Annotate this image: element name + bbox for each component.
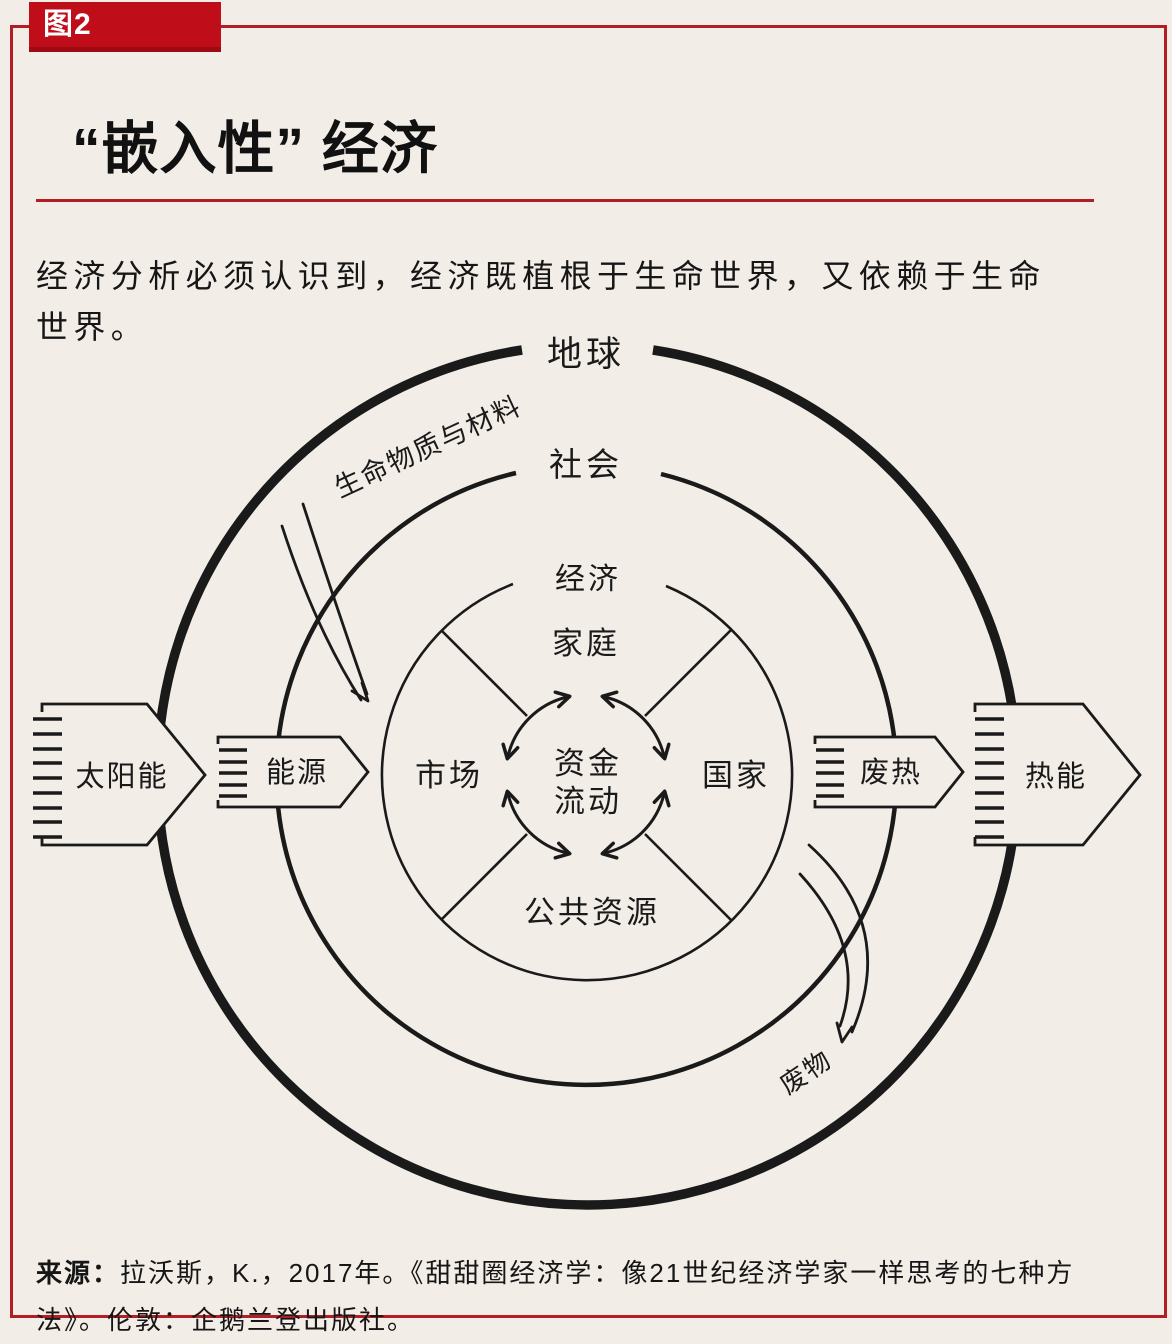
intro-text: 经济分析必须认识到，经济既植根于生命世界，又依赖于生命世界。	[36, 258, 1046, 345]
earth-ring-label: 地球	[547, 335, 625, 374]
energy-arrow-outline	[216, 735, 370, 809]
solar-label: 太阳能	[75, 760, 168, 793]
waste-heat-arrow-fill	[815, 737, 963, 807]
money-flow-arc-se	[600, 789, 671, 860]
figure-tag: 图2	[29, 2, 221, 52]
source-label: 来源：	[36, 1258, 121, 1288]
household-label: 家庭	[552, 626, 620, 661]
heat-arrow-outline	[973, 702, 1142, 847]
waste-arrowhead	[835, 1021, 854, 1044]
energy-arrow-fill	[218, 737, 368, 807]
heat-label: 热能	[1025, 760, 1087, 793]
money-flow-arc-sw	[501, 789, 572, 860]
money-flow-arc-nw	[501, 690, 572, 761]
state-label: 国家	[702, 758, 770, 793]
title-rule	[36, 199, 1094, 202]
source-text: 拉沃斯，K.，2017年。《甜甜圈经济学：像21世纪经济学家一样思考的七种方法》…	[36, 1258, 1075, 1335]
source-note: 来源：拉沃斯，K.，2017年。《甜甜圈经济学：像21世纪经济学家一样思考的七种…	[36, 1250, 1114, 1344]
economy-ring	[380, 582, 794, 982]
energy-arrow: 能源	[216, 735, 370, 809]
waste-heat-arrow-outline	[813, 735, 965, 809]
waste-label: 废物	[774, 1044, 837, 1100]
waste-arrow	[798, 843, 870, 1044]
solar-arrow: 太阳能	[33, 702, 207, 847]
energy-label: 能源	[266, 756, 328, 789]
sector-divider-ne	[644, 629, 732, 717]
money-flow-label-line2: 流动	[554, 784, 622, 819]
money-flow-arc-ne	[600, 690, 671, 761]
sector-divider-sw	[440, 833, 528, 921]
page-title: “嵌入性” 经济	[72, 117, 438, 182]
economy-ring-label: 经济	[555, 563, 621, 596]
solar-arrow-outline	[40, 702, 207, 847]
heat-flow-dashes	[975, 717, 1004, 839]
energy-flow-dashes	[219, 748, 247, 798]
society-ring-label: 社会	[549, 446, 623, 483]
money-flow-label-line1: 资金	[554, 746, 622, 781]
living-matter-arrowhead	[350, 681, 370, 703]
heat-arrow: 热能	[973, 702, 1142, 847]
waste-heat-arrow: 废热	[813, 735, 965, 809]
market-label: 市场	[415, 758, 483, 793]
commons-label: 公共资源	[524, 895, 660, 930]
living-matter-arrow	[280, 502, 370, 703]
waste-heat-label: 废热	[860, 756, 922, 789]
solar-flow-dashes	[33, 717, 62, 839]
sector-divider-nw	[440, 629, 528, 717]
waste-heat-flow-dashes	[816, 748, 844, 798]
society-ring	[274, 470, 899, 1088]
figure-border	[10, 25, 1167, 1318]
solar-arrow-fill	[42, 704, 205, 845]
earth-ring	[152, 345, 1023, 1210]
heat-arrow-fill	[975, 704, 1140, 845]
